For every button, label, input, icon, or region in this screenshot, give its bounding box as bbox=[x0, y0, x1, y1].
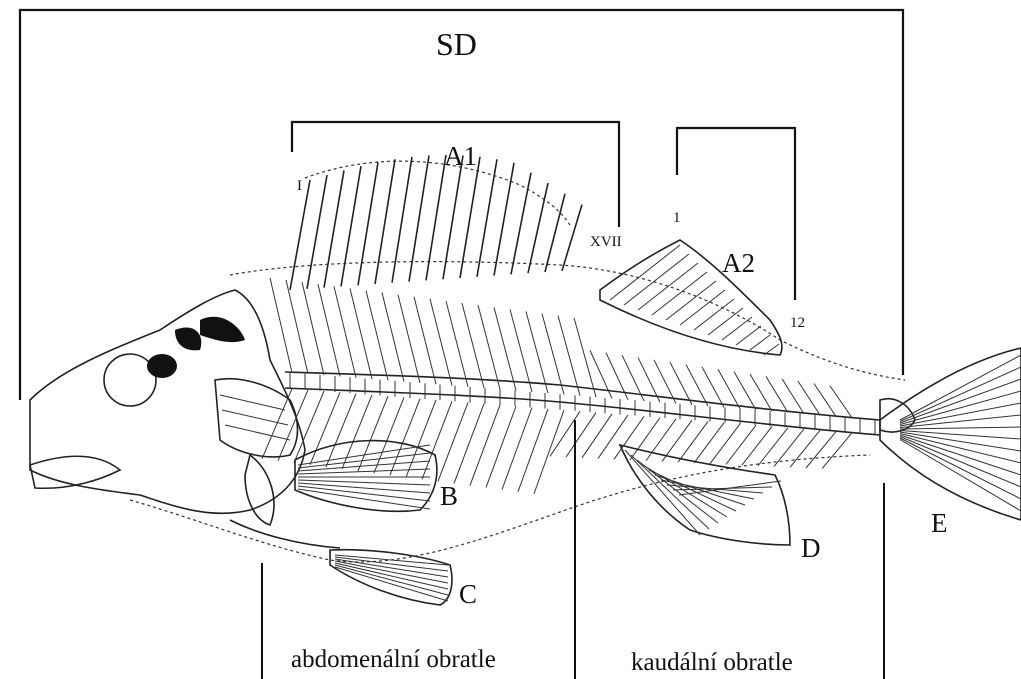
d-label: D bbox=[801, 533, 821, 563]
caudal-vertebrae-label: kaudální obratle bbox=[631, 649, 793, 676]
dorsal-spine bbox=[545, 194, 565, 272]
rib bbox=[374, 397, 404, 473]
caudal-fin bbox=[880, 348, 1021, 520]
rib bbox=[678, 421, 708, 462]
a1-label: A1 bbox=[444, 141, 477, 171]
dorsal-spine bbox=[409, 155, 429, 281]
dorsal-ray bbox=[624, 254, 689, 305]
a2-first-ray-label: 1 bbox=[673, 210, 681, 226]
dorsal-ray bbox=[610, 245, 680, 300]
rib bbox=[262, 389, 292, 459]
pelvic-ray bbox=[335, 559, 448, 577]
anal-ray bbox=[649, 470, 736, 511]
rib bbox=[534, 410, 564, 494]
dorsal-ray bbox=[666, 281, 716, 320]
dorsal-ray bbox=[708, 308, 743, 335]
dorsal-spine bbox=[494, 163, 514, 276]
dorsal-spine bbox=[477, 159, 497, 277]
dorsal-spine bbox=[443, 155, 463, 279]
rib bbox=[614, 416, 644, 459]
dorsal-spine bbox=[290, 180, 310, 290]
skull bbox=[30, 290, 340, 548]
rib bbox=[566, 413, 596, 458]
rib bbox=[726, 425, 756, 464]
dorsal-ray bbox=[694, 299, 734, 330]
dorsal-spine bbox=[375, 159, 395, 284]
rib bbox=[518, 409, 548, 492]
rib bbox=[310, 392, 340, 465]
a1-bracket bbox=[292, 122, 619, 227]
dorsal-ray bbox=[680, 290, 725, 325]
anal-ray bbox=[625, 450, 700, 535]
dorsal-spine bbox=[460, 157, 480, 278]
rib bbox=[758, 428, 788, 466]
dorsal-ray bbox=[764, 344, 779, 355]
dorsal-spine bbox=[528, 183, 548, 273]
dorsal-ray bbox=[652, 272, 707, 315]
rib bbox=[806, 432, 836, 468]
pelvic-ray bbox=[335, 563, 448, 589]
rib bbox=[486, 406, 516, 487]
dorsal-spine bbox=[511, 173, 531, 275]
rib bbox=[502, 408, 532, 490]
rib bbox=[694, 423, 724, 463]
first-dorsal-fin bbox=[290, 155, 582, 290]
caudal-ray bbox=[900, 437, 1021, 488]
e-label: E bbox=[931, 508, 948, 538]
abdominal-vertebrae-label: abdomenální obratle bbox=[291, 646, 496, 673]
rib bbox=[710, 424, 740, 464]
rib bbox=[326, 394, 356, 467]
dorsal-spine bbox=[358, 162, 378, 285]
ribs bbox=[262, 389, 852, 494]
rib bbox=[454, 404, 484, 484]
dorsal-spine bbox=[562, 205, 582, 271]
caudal-ray bbox=[900, 403, 1021, 426]
belly-outline bbox=[130, 455, 870, 562]
rib bbox=[470, 405, 500, 486]
rib bbox=[822, 433, 852, 469]
rib bbox=[406, 400, 436, 477]
c-label: C bbox=[459, 579, 477, 609]
dorsal-spine bbox=[307, 175, 327, 289]
rib bbox=[582, 414, 612, 458]
a2-label: A2 bbox=[722, 248, 755, 278]
dorsal-spine bbox=[324, 170, 344, 287]
rib bbox=[438, 402, 468, 481]
b-label: B bbox=[440, 481, 458, 511]
caudal-ray bbox=[900, 440, 1021, 512]
rib bbox=[790, 430, 820, 467]
sd-bracket bbox=[20, 10, 903, 400]
a2-last-ray-label: 12 bbox=[790, 315, 805, 331]
anal-fin bbox=[620, 445, 790, 545]
pelvic-fin bbox=[330, 550, 452, 605]
dorsal-spine bbox=[341, 166, 361, 286]
dorsal-ray bbox=[736, 326, 761, 345]
caudal-ray bbox=[900, 355, 1021, 420]
a1-last-spine-label: XVII bbox=[590, 234, 622, 250]
dorsal-spine bbox=[426, 155, 446, 280]
caudal-ray bbox=[900, 427, 1021, 429]
caudal-ray bbox=[900, 391, 1021, 425]
a1-first-spine-label: I bbox=[297, 178, 302, 194]
sd-label: SD bbox=[436, 26, 477, 62]
rib bbox=[742, 426, 772, 465]
dorsal-spine bbox=[392, 157, 412, 283]
vertebral-column bbox=[285, 372, 880, 435]
rib bbox=[774, 429, 804, 467]
dorsal-ray bbox=[750, 335, 770, 350]
neural-spines bbox=[270, 278, 852, 418]
